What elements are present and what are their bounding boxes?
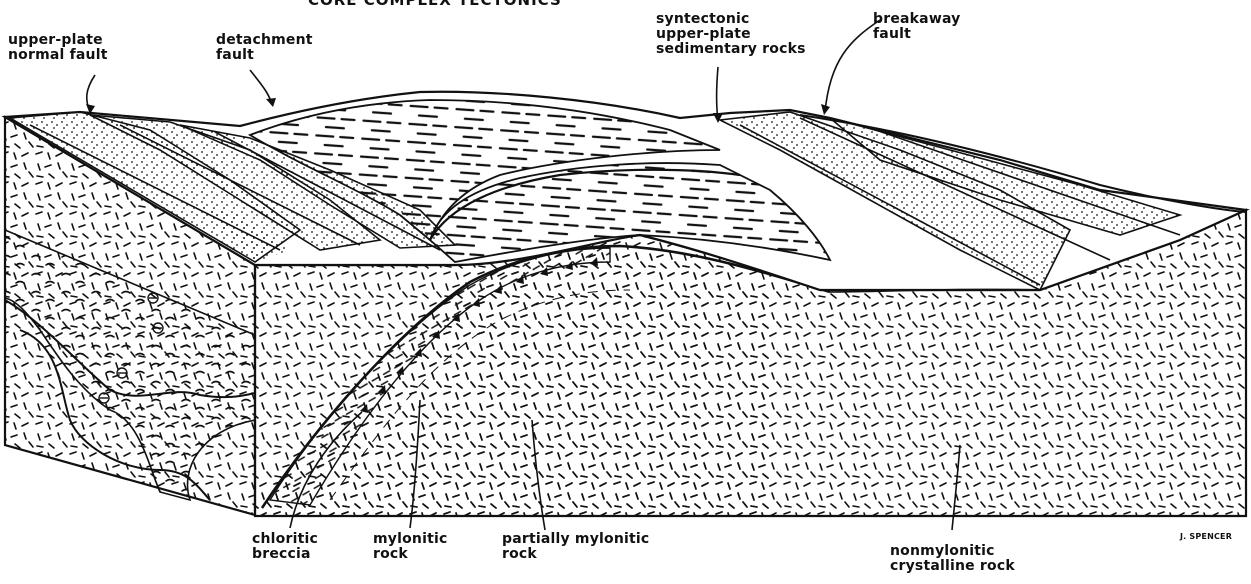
label-upper-plate-normal-fault: upper-plate normal fault [8, 33, 108, 63]
label-partially-mylonitic-rock: partially mylonitic rock [502, 532, 649, 562]
label-detachment-fault: detachment fault [216, 33, 313, 63]
label-syntectonic-sedimentary-rocks: syntectonic upper-plate sedimentary rock… [656, 12, 806, 57]
label-nonmylonitic-crystalline-rock: nonmylonitic crystalline rock [890, 544, 1015, 574]
label-mylonitic-rock: mylonitic rock [373, 532, 448, 562]
figure-title: CORE COMPLEX TECTONICS [308, 0, 562, 9]
label-breakaway-fault: breakaway fault [873, 12, 961, 42]
artist-credit: J. SPENCER [1180, 532, 1232, 541]
label-chloritic-breccia: chloritic breccia [252, 532, 318, 562]
